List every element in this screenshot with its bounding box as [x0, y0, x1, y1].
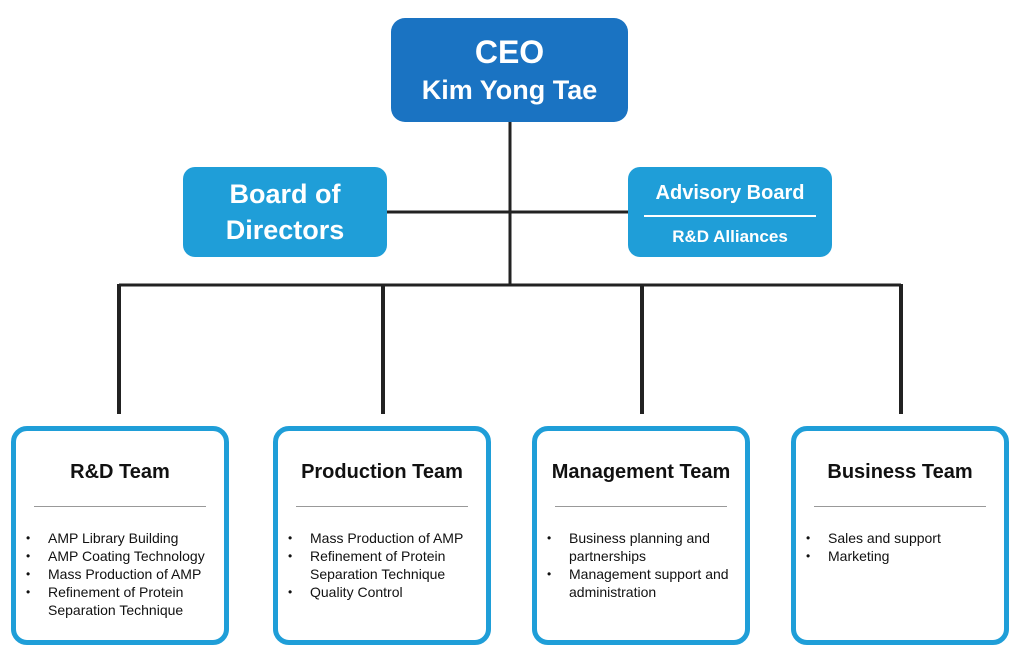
ceo-name: Kim Yong Tae	[421, 75, 598, 105]
team-task-list: Sales and support Marketing	[796, 529, 1004, 565]
team-box-business: Business Team Sales and support Marketin…	[791, 426, 1009, 645]
team-task-item: Marketing	[806, 547, 1000, 565]
board-label-line2: Directors	[225, 215, 345, 245]
team-title: Management Team	[551, 461, 731, 483]
team-box-production: Production Team Mass Production of AMP R…	[273, 426, 491, 645]
team-box-management: Management Team Business planning and pa…	[532, 426, 750, 645]
team-task-item: AMP Coating Technology	[26, 547, 220, 565]
team-box-rd: R&D Team AMP Library Building AMP Coatin…	[11, 426, 229, 645]
advisory-title: Advisory Board	[655, 182, 805, 204]
team-task-item: Quality Control	[288, 583, 482, 601]
team-title: R&D Team	[70, 461, 170, 483]
team-task-item: Business planning and partnerships	[547, 529, 741, 565]
team-divider	[555, 506, 727, 507]
advisory-board-box: Advisory Board R&D Alliances	[628, 167, 832, 257]
team-task-item: Refinement of Protein Separation Techniq…	[26, 583, 220, 619]
team-task-list: Business planning and partnerships Manag…	[537, 529, 745, 601]
team-divider	[296, 506, 468, 507]
advisory-divider	[644, 215, 816, 217]
team-divider	[814, 506, 986, 507]
team-task-list: Mass Production of AMP Refinement of Pro…	[278, 529, 486, 601]
team-task-item: AMP Library Building	[26, 529, 220, 547]
team-title: Production Team	[301, 461, 463, 483]
advisory-subtitle: R&D Alliances	[672, 227, 788, 246]
board-of-directors-box: Board of Directors	[183, 167, 387, 257]
team-task-item: Management support and administration	[547, 565, 741, 601]
team-title: Business Team	[827, 461, 973, 483]
team-task-item: Mass Production of AMP	[26, 565, 220, 583]
team-task-item: Mass Production of AMP	[288, 529, 482, 547]
team-divider	[34, 506, 206, 507]
team-task-item: Refinement of Protein Separation Techniq…	[288, 547, 482, 583]
team-task-item: Sales and support	[806, 529, 1000, 547]
ceo-box: CEO Kim Yong Tae	[391, 18, 628, 122]
ceo-title: CEO	[474, 34, 545, 70]
team-task-list: AMP Library Building AMP Coating Technol…	[16, 529, 224, 619]
board-label-line1: Board of	[229, 179, 341, 209]
